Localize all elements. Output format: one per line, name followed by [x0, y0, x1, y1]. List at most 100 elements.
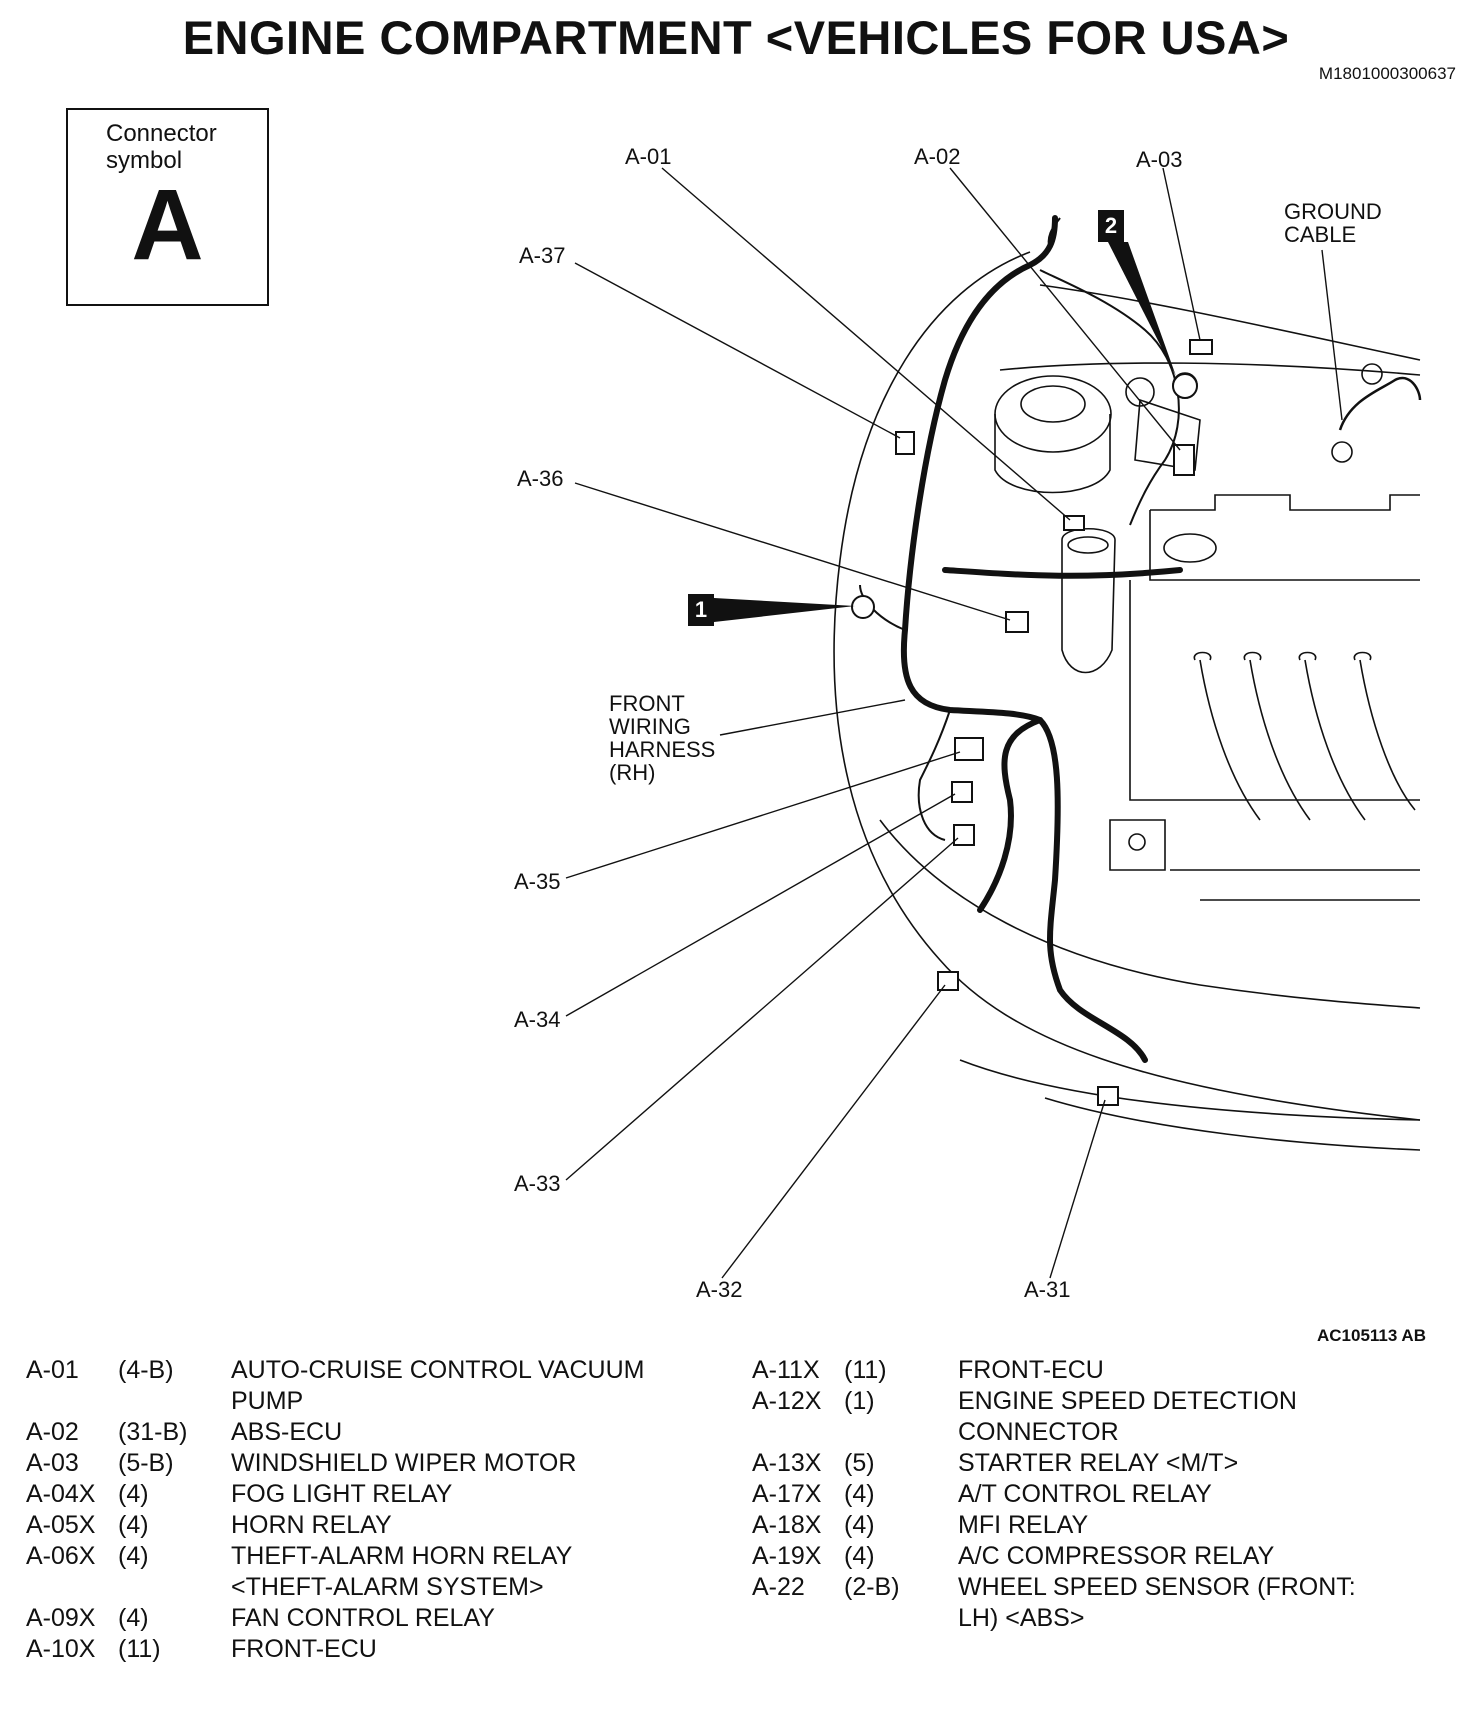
legend-pins: (5)	[844, 1449, 875, 1477]
legend-code: A-22	[752, 1573, 805, 1601]
connector-a36	[1005, 611, 1029, 633]
legend-name: AUTO-CRUISE CONTROL VACUUM PUMP	[231, 1355, 691, 1417]
legend-pins: (11)	[844, 1356, 887, 1384]
leader-a34	[565, 793, 956, 1017]
legend-code: A-19X	[752, 1542, 822, 1570]
leader-a02	[949, 167, 1181, 451]
legend-pins: (4)	[118, 1604, 149, 1632]
figure-code: AC105113 AB	[1317, 1326, 1426, 1345]
legend-code: A-04X	[26, 1480, 96, 1508]
legend-pins: (4)	[118, 1542, 149, 1570]
leader-a33	[565, 837, 959, 1181]
callout-a33: A-33	[514, 1171, 561, 1196]
harness-label-line2: WIRING	[609, 714, 691, 739]
legend-name-line: LH) <ABS>	[958, 1604, 1085, 1632]
ground-cable-label-line1: GROUND	[1284, 199, 1382, 224]
ground-point-2	[1172, 373, 1198, 399]
leader-a32	[721, 984, 946, 1279]
ground-cable-label-line2: CABLE	[1284, 222, 1357, 247]
legend-code: A-09X	[26, 1604, 96, 1632]
strut-tower	[994, 375, 1112, 453]
legend-pins: (31-B)	[118, 1418, 188, 1446]
front-wiring-harness	[900, 215, 1148, 1063]
page-title: ENGINE COMPARTMENT <VEHICLES FOR USA>	[182, 11, 1290, 64]
legend-name-line: FRONT-ECU	[231, 1635, 377, 1663]
leader-a01	[661, 167, 1071, 521]
connector-a02	[1173, 444, 1195, 476]
harness-label-line4: (RH)	[609, 760, 656, 785]
connector-a03	[1189, 339, 1213, 355]
legend-name-line: AUTO-CRUISE CONTROL VACUUM	[231, 1356, 645, 1384]
leader-a36	[574, 482, 1011, 621]
legend-row: A-05X(4)HORN RELAY	[26, 1510, 691, 1541]
callout-a35: A-35	[514, 869, 561, 894]
legend-name: A/T CONTROL RELAY	[958, 1479, 1408, 1510]
connector-symbol-box: Connector symbol A	[66, 108, 269, 306]
badge-2: 2	[1098, 210, 1124, 242]
legend-code: A-10X	[26, 1635, 96, 1663]
callout-a36: A-36	[517, 466, 564, 491]
legend-name-line: FOG LIGHT RELAY	[231, 1480, 453, 1508]
connector-a35	[954, 737, 984, 761]
connector-symbol-caption: Connector symbol	[106, 120, 217, 174]
leader-a35	[565, 751, 961, 879]
legend-name: ABS-ECU	[231, 1417, 691, 1448]
legend-name-line: A/T CONTROL RELAY	[958, 1480, 1212, 1508]
legend-name: FRONT-ECU	[231, 1634, 691, 1665]
legend-name-line: HORN RELAY	[231, 1511, 392, 1539]
reservoir	[1061, 527, 1116, 674]
ground-cable-label: GROUND CABLE	[1284, 200, 1382, 246]
legend-row: A-18X (4) MFI RELAY	[752, 1510, 1408, 1541]
legend-row: A-09X (4) FAN CONTROL RELAY	[26, 1603, 691, 1634]
legend-code: A-02	[26, 1418, 79, 1446]
legend-row: A-22(2-B)WHEEL SPEED SENSOR (FRONT:LH) <…	[752, 1572, 1408, 1634]
intake-runners	[1199, 659, 1416, 821]
legend-pins: (4-B)	[118, 1356, 174, 1384]
legend-name-line: ENGINE SPEED DETECTION	[958, 1387, 1297, 1415]
legend-code: A-03	[26, 1449, 79, 1477]
legend-row: A-13X(5)STARTER RELAY <M/T>	[752, 1448, 1408, 1479]
legend-row: A-02 (31-B) ABS-ECU	[26, 1417, 691, 1448]
legend-name-line: PUMP	[231, 1387, 304, 1415]
front-wiring-harness-label: FRONT WIRING HARNESS (RH)	[609, 692, 715, 784]
legend-name: HORN RELAY	[231, 1510, 691, 1541]
connector-symbol-caption-line1: Connector	[106, 120, 217, 147]
leader-ground-cable	[1321, 249, 1343, 421]
bumper-lower	[1044, 1097, 1421, 1151]
legend-code: A-05X	[26, 1511, 96, 1539]
bracket	[1109, 819, 1166, 871]
ground-cable	[1338, 376, 1422, 431]
legend-pins: (2-B)	[844, 1573, 900, 1601]
legend-name-line: THEFT-ALARM HORN RELAY	[231, 1542, 573, 1570]
leader-a31	[1049, 1099, 1106, 1279]
legend-code: A-11X	[752, 1356, 820, 1384]
legend-row: A-11X (11) FRONT-ECU	[752, 1355, 1408, 1386]
legend-code: A-06X	[26, 1542, 96, 1570]
legend-pins: (4)	[844, 1480, 875, 1508]
leader-harness	[719, 699, 906, 736]
legend-code: A-18X	[752, 1511, 822, 1539]
legend-row: A-10X (11) FRONT-ECU	[26, 1634, 691, 1665]
callout-a03: A-03	[1136, 147, 1183, 172]
legend-name: FAN CONTROL RELAY	[231, 1603, 691, 1634]
bumper-outline	[879, 819, 1421, 1009]
legend-pins: (4)	[844, 1511, 875, 1539]
legend-name: FOG LIGHT RELAY	[231, 1479, 691, 1510]
legend-code: A-01	[26, 1356, 79, 1384]
callout-a31: A-31	[1024, 1277, 1071, 1302]
legend-code: A-12X	[752, 1387, 822, 1415]
connector-a37	[895, 431, 915, 455]
legend-row: A-03(5-B)WINDSHIELD WIPER MOTOR	[26, 1448, 691, 1479]
legend-row: A-06X (4) THEFT-ALARM HORN RELAY<THEFT-ALA…	[26, 1541, 691, 1603]
connector-symbol-letter: A	[131, 169, 204, 281]
legend-name: STARTER RELAY <M/T>	[958, 1448, 1408, 1479]
legend-name: FRONT-ECU	[958, 1355, 1408, 1386]
legend-name: THEFT-ALARM HORN RELAY<THEFT-ALARM SYSTE…	[231, 1541, 691, 1603]
legend-name: MFI RELAY	[958, 1510, 1408, 1541]
legend-pins: (5-B)	[118, 1449, 174, 1477]
legend-pins: (11)	[118, 1635, 161, 1663]
legend-name-line: STARTER RELAY <M/T>	[958, 1449, 1239, 1477]
legend-name-line: FAN CONTROL RELAY	[231, 1604, 495, 1632]
